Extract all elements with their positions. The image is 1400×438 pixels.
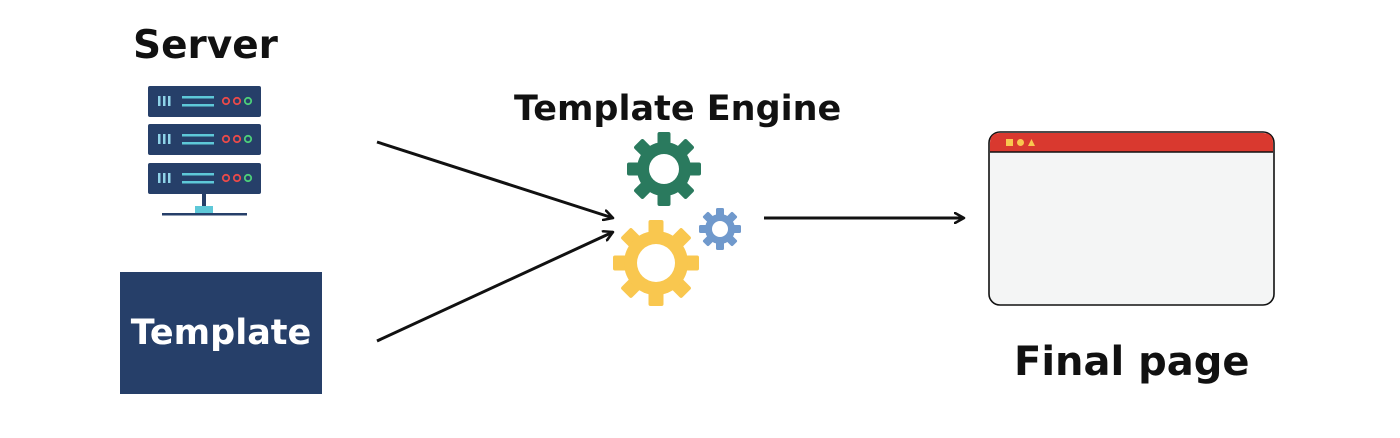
server-label: Server	[133, 23, 278, 68]
gears-icon	[613, 132, 741, 306]
window-triangle-icon	[1028, 139, 1035, 146]
blue-gear-icon	[699, 208, 741, 250]
server-rack-icon	[148, 86, 261, 216]
yellow-gear-icon	[613, 220, 699, 306]
template-box: Template	[120, 272, 322, 394]
server-unit-2	[148, 124, 261, 155]
window-circle-icon	[1017, 139, 1024, 146]
template-label: Template	[130, 313, 312, 353]
arrow-server-to-engine	[376, 140, 613, 218]
browser-window-icon	[988, 131, 1275, 306]
final-page-label: Final page	[1014, 339, 1250, 385]
green-gear-icon	[627, 132, 701, 206]
template-engine-label: Template Engine	[514, 89, 842, 129]
server-unit-1	[148, 86, 261, 117]
server-stand	[162, 194, 247, 216]
window-square-icon	[1006, 139, 1013, 146]
arrow-template-to-engine	[376, 232, 613, 343]
server-unit-3	[148, 163, 261, 194]
